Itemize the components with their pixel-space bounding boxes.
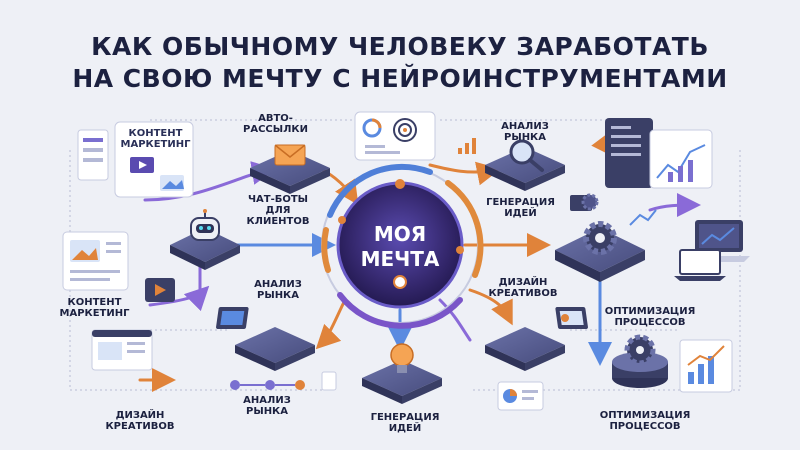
content-marketing-card-left xyxy=(62,231,175,302)
label-creative-design-right: ДИЗАЙН КРЕАТИВОВ xyxy=(488,277,558,299)
analysis-flow xyxy=(230,371,337,391)
gear-icon xyxy=(583,221,617,255)
target-icon xyxy=(393,275,407,289)
center-orb xyxy=(321,163,484,329)
market-analysis-top-node xyxy=(485,139,565,191)
bottom-chart-card xyxy=(497,381,544,411)
gear-icon xyxy=(624,334,656,366)
title-line-2: НА СВОЮ МЕЧТУ С НЕЙРОИНСТРУМЕНТАМИ xyxy=(72,64,728,93)
label-market-analysis-mid: АНАЛИЗ РЫНКА xyxy=(254,279,302,301)
creative-design-card xyxy=(91,329,153,371)
laptop-icon xyxy=(674,249,726,281)
document-icon xyxy=(321,371,337,391)
label-content-marketing-top: КОНТЕНТ МАРКЕТИНГ xyxy=(120,128,191,150)
creative-design-right-node xyxy=(485,307,588,371)
bar-chart-icon xyxy=(458,138,476,154)
target-icon xyxy=(393,118,417,142)
label-market-analysis-top: АНАЛИЗ РЫНКА xyxy=(501,121,549,143)
label-creative-design-bottom: ДИЗАЙН КРЕАТИВОВ xyxy=(105,410,175,432)
content-marketing-card-top xyxy=(77,121,194,198)
gear-icon xyxy=(581,193,599,211)
dashboard-screen-top-right xyxy=(605,118,713,189)
label-market-analysis-bottom: АНАЛИЗ РЫНКА xyxy=(243,395,291,417)
title-line-1: КАК ОБЫЧНОМУ ЧЕЛОВЕКУ ЗАРАБОТАТЬ xyxy=(91,32,709,61)
label-process-optimization-upper: ОПТИМИЗАЦИЯ ПРОЦЕССОВ xyxy=(604,306,696,328)
label-chatbots: ЧАТ-БОТЫ ДЛЯ КЛИЕНТОВ xyxy=(246,194,310,227)
magnifier-icon xyxy=(509,139,544,172)
bottom-right-chart-card xyxy=(679,339,733,393)
auto-mailings-node xyxy=(250,144,330,194)
chatbots-node xyxy=(170,209,240,270)
process-optimization-node xyxy=(612,334,668,388)
label-idea-generation-right: ГЕНЕРАЦИЯ ИДЕЙ xyxy=(486,197,555,219)
envelope-icon xyxy=(274,144,306,166)
bar-chart-icon xyxy=(688,372,694,384)
idea-generation-bottom-node xyxy=(362,343,442,404)
market-analysis-mid-node xyxy=(216,307,315,371)
label-idea-generation-bottom: ГЕНЕРАЦИЯ ИДЕЙ xyxy=(370,412,440,434)
laptop-icon xyxy=(555,307,588,329)
center-label: МОЯ МЕЧТА xyxy=(360,222,440,271)
label-process-optimization-lower: ОПТИМИЗАЦИЯ ПРОЦЕССОВ xyxy=(599,410,691,432)
label-content-marketing-left: КОНТЕНТ МАРКЕТИНГ xyxy=(59,297,130,319)
laptop-right xyxy=(674,220,750,281)
lightbulb-icon xyxy=(390,343,414,373)
target-card xyxy=(354,111,476,161)
right-gear-node xyxy=(555,193,657,282)
laptop-icon xyxy=(216,307,249,329)
label-auto-mailings: АВТО- РАССЫЛКИ xyxy=(243,113,308,135)
robot-icon xyxy=(190,209,220,241)
